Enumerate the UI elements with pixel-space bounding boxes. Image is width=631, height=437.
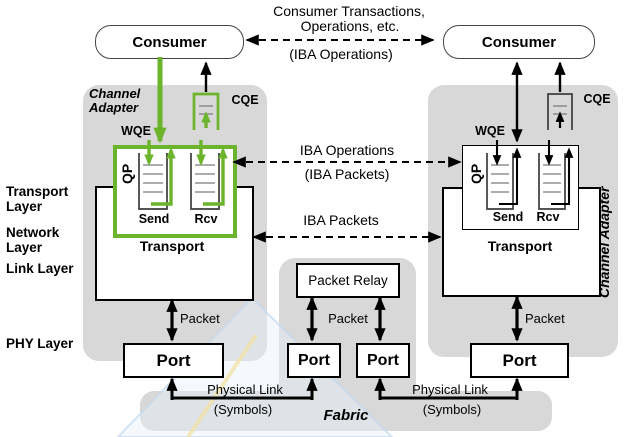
right-port-label: Port — [502, 350, 537, 370]
fabric-port-right-box: Port — [356, 343, 410, 378]
left-qp-label: QP — [119, 163, 135, 184]
physical-link-right-label: Physical Link — [412, 382, 488, 397]
left-consumer: Consumer — [95, 25, 244, 59]
network-layer-label: Network Layer — [6, 225, 60, 255]
fabric-label: Fabric — [323, 407, 369, 424]
transport-layer-label: Transport Layer — [6, 184, 69, 214]
left-qp-box — [113, 145, 237, 238]
right-send-label: Send — [492, 210, 524, 224]
symbols-left-label: (Symbols) — [213, 402, 273, 417]
left-port-box: Port — [123, 343, 224, 378]
fabric-port-left-label: Port — [298, 351, 330, 369]
symbols-right-label: (Symbols) — [422, 402, 482, 417]
right-packet-label: Packet — [525, 311, 565, 326]
iba-operations-label: IBA Operations — [299, 142, 395, 158]
iba-operations-sub-label: (IBA Packets) — [304, 166, 390, 182]
right-channel-adapter-label: Channel Adapter — [596, 186, 612, 299]
left-consumer-label: Consumer — [132, 33, 207, 51]
right-wqe-label: WQE — [475, 124, 505, 138]
fabric-port-left-box: Port — [287, 343, 341, 378]
physical-link-left-label: Physical Link — [207, 382, 283, 397]
left-packet-label: Packet — [180, 311, 220, 326]
fabric-packet-label: Packet — [328, 311, 368, 326]
left-channel-adapter-label: Channel Adapter — [89, 86, 141, 115]
iba-packets-label: IBA Packets — [303, 212, 379, 228]
consumer-transactions-label-2: Operations, etc. — [300, 18, 400, 34]
consumer-transactions-label-3: (IBA Operations) — [289, 46, 393, 62]
right-qp-label: QP — [468, 163, 484, 184]
right-port-box: Port — [470, 343, 569, 378]
packet-relay-label: Packet Relay — [308, 273, 388, 288]
fabric-port-right-label: Port — [367, 351, 399, 369]
phy-layer-label: PHY Layer — [6, 336, 74, 351]
packet-relay-box: Packet Relay — [296, 263, 400, 298]
left-rcv-label: Rcv — [194, 212, 218, 226]
right-consumer-label: Consumer — [481, 33, 557, 51]
right-transport-label: Transport — [487, 238, 553, 254]
left-port-label: Port — [156, 350, 191, 370]
link-layer-label: Link Layer — [6, 261, 74, 276]
left-wqe-label: WQE — [121, 124, 151, 138]
left-send-label: Send — [138, 212, 170, 226]
right-rcv-label: Rcv — [536, 210, 560, 224]
left-transport-label: Transport — [139, 238, 205, 254]
right-consumer: Consumer — [443, 25, 595, 59]
left-cqe-label: CQE — [231, 93, 259, 107]
right-cqe-label: CQE — [583, 92, 611, 106]
consumer-transactions-label-1: Consumer Transactions, — [273, 3, 425, 19]
